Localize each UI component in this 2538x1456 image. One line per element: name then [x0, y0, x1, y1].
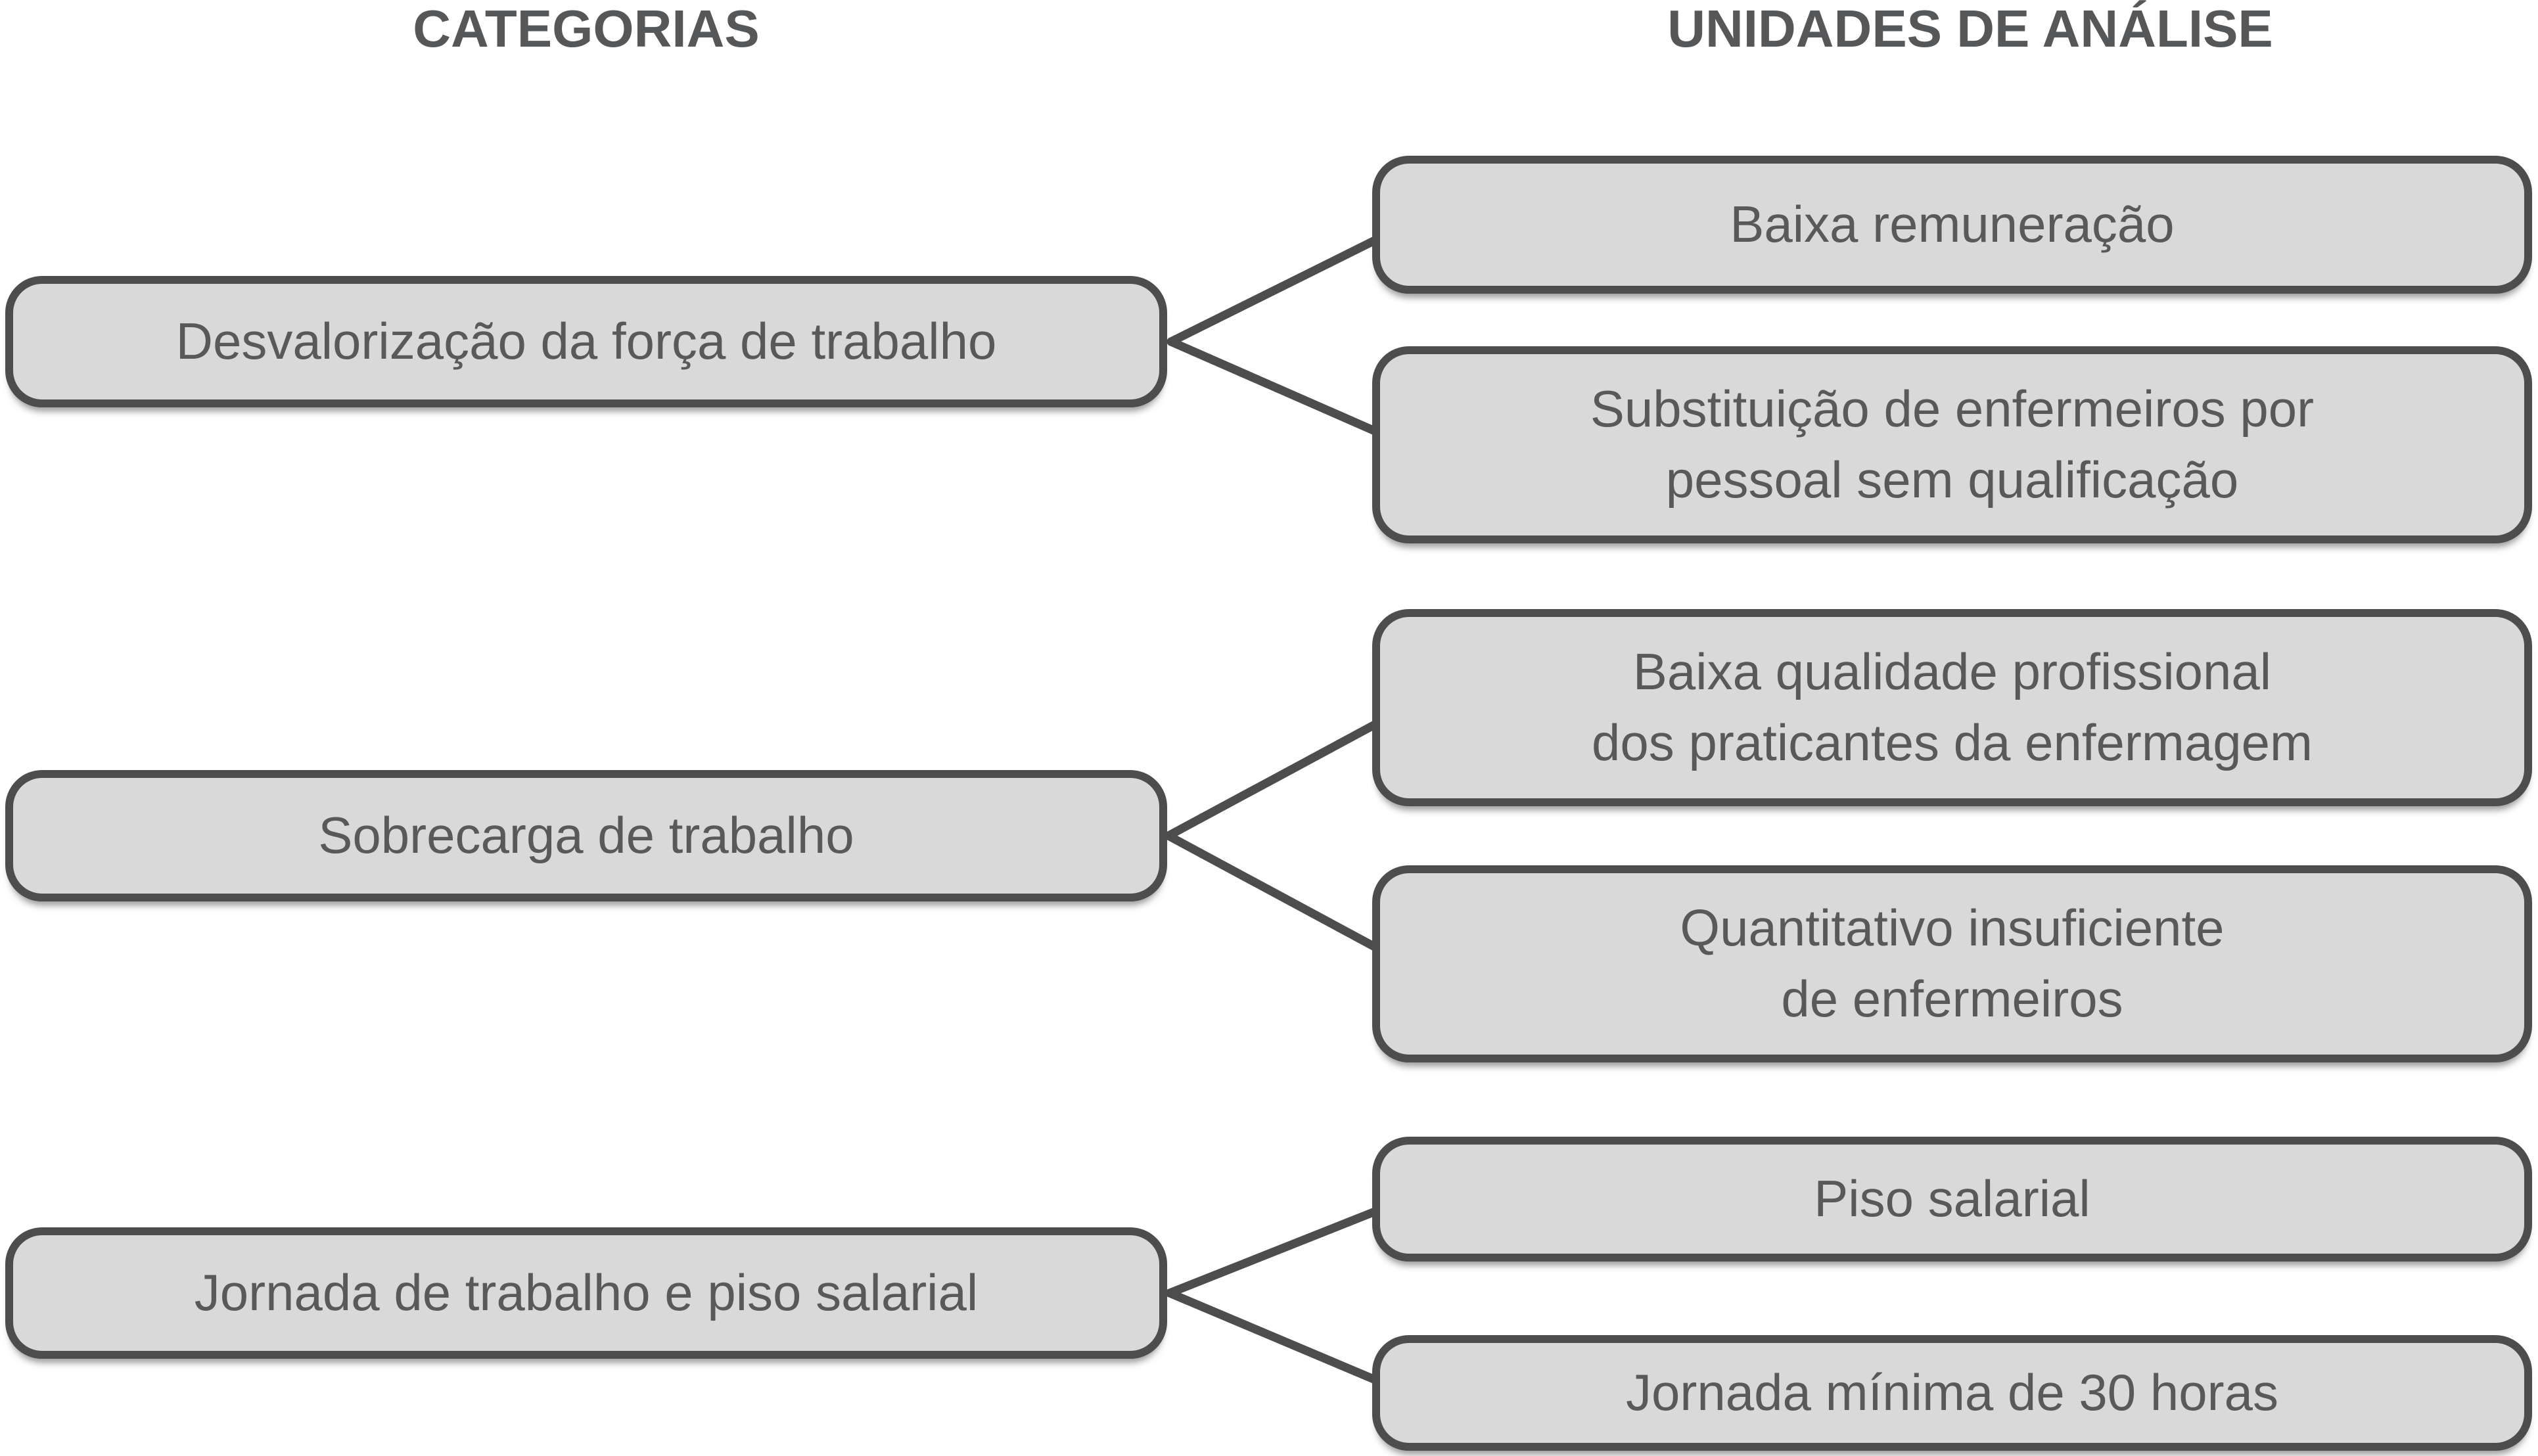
unit-box-quantitativo-insuficiente: Quantitativo insuficiente de enfermeiros [1372, 865, 2532, 1062]
unit-label: Jornada mínima de 30 horas [1626, 1363, 2278, 1422]
unit-label: Baixa remuneração [1730, 195, 2175, 254]
unit-box-substituicao-enfermeiros: Substituição de enfermeiros por pessoal … [1372, 346, 2532, 543]
unit-box-baixa-remuneracao: Baixa remuneração [1372, 156, 2532, 294]
unit-label: Substituição de enfermeiros por pessoal … [1590, 380, 2315, 509]
connector-line [1166, 220, 1411, 346]
category-label: Desvalorização da força de trabalho [175, 312, 997, 371]
connector-line [1165, 1194, 1411, 1298]
category-box-jornada-piso: Jornada de trabalho e piso salarial [5, 1227, 1167, 1359]
unit-box-jornada-minima: Jornada mínima de 30 horas [1372, 1335, 2532, 1451]
unit-label: Piso salarial [1814, 1170, 2090, 1228]
connector-line [1165, 1288, 1411, 1398]
left-column-header: CATEGORIAS [413, 0, 760, 58]
connector-line [1166, 337, 1411, 449]
unit-box-baixa-qualidade: Baixa qualidade profissional dos pratica… [1372, 609, 2532, 806]
category-box-sobrecarga: Sobrecarga de trabalho [5, 770, 1167, 901]
unit-label: Quantitativo insuficiente de enfermeiros [1680, 899, 2225, 1028]
category-label: Jornada de trabalho e piso salarial [194, 1263, 979, 1322]
category-box-desvalorizacao: Desvalorização da força de trabalho [5, 276, 1167, 407]
unit-label: Baixa qualidade profissional dos pratica… [1592, 643, 2313, 771]
right-column-header: UNIDADES DE ANÁLISE [1667, 0, 2273, 58]
connector-line [1164, 703, 1411, 840]
unit-box-piso-salarial: Piso salarial [1372, 1137, 2532, 1262]
connector-line [1164, 831, 1411, 968]
category-label: Sobrecarga de trabalho [318, 806, 854, 865]
